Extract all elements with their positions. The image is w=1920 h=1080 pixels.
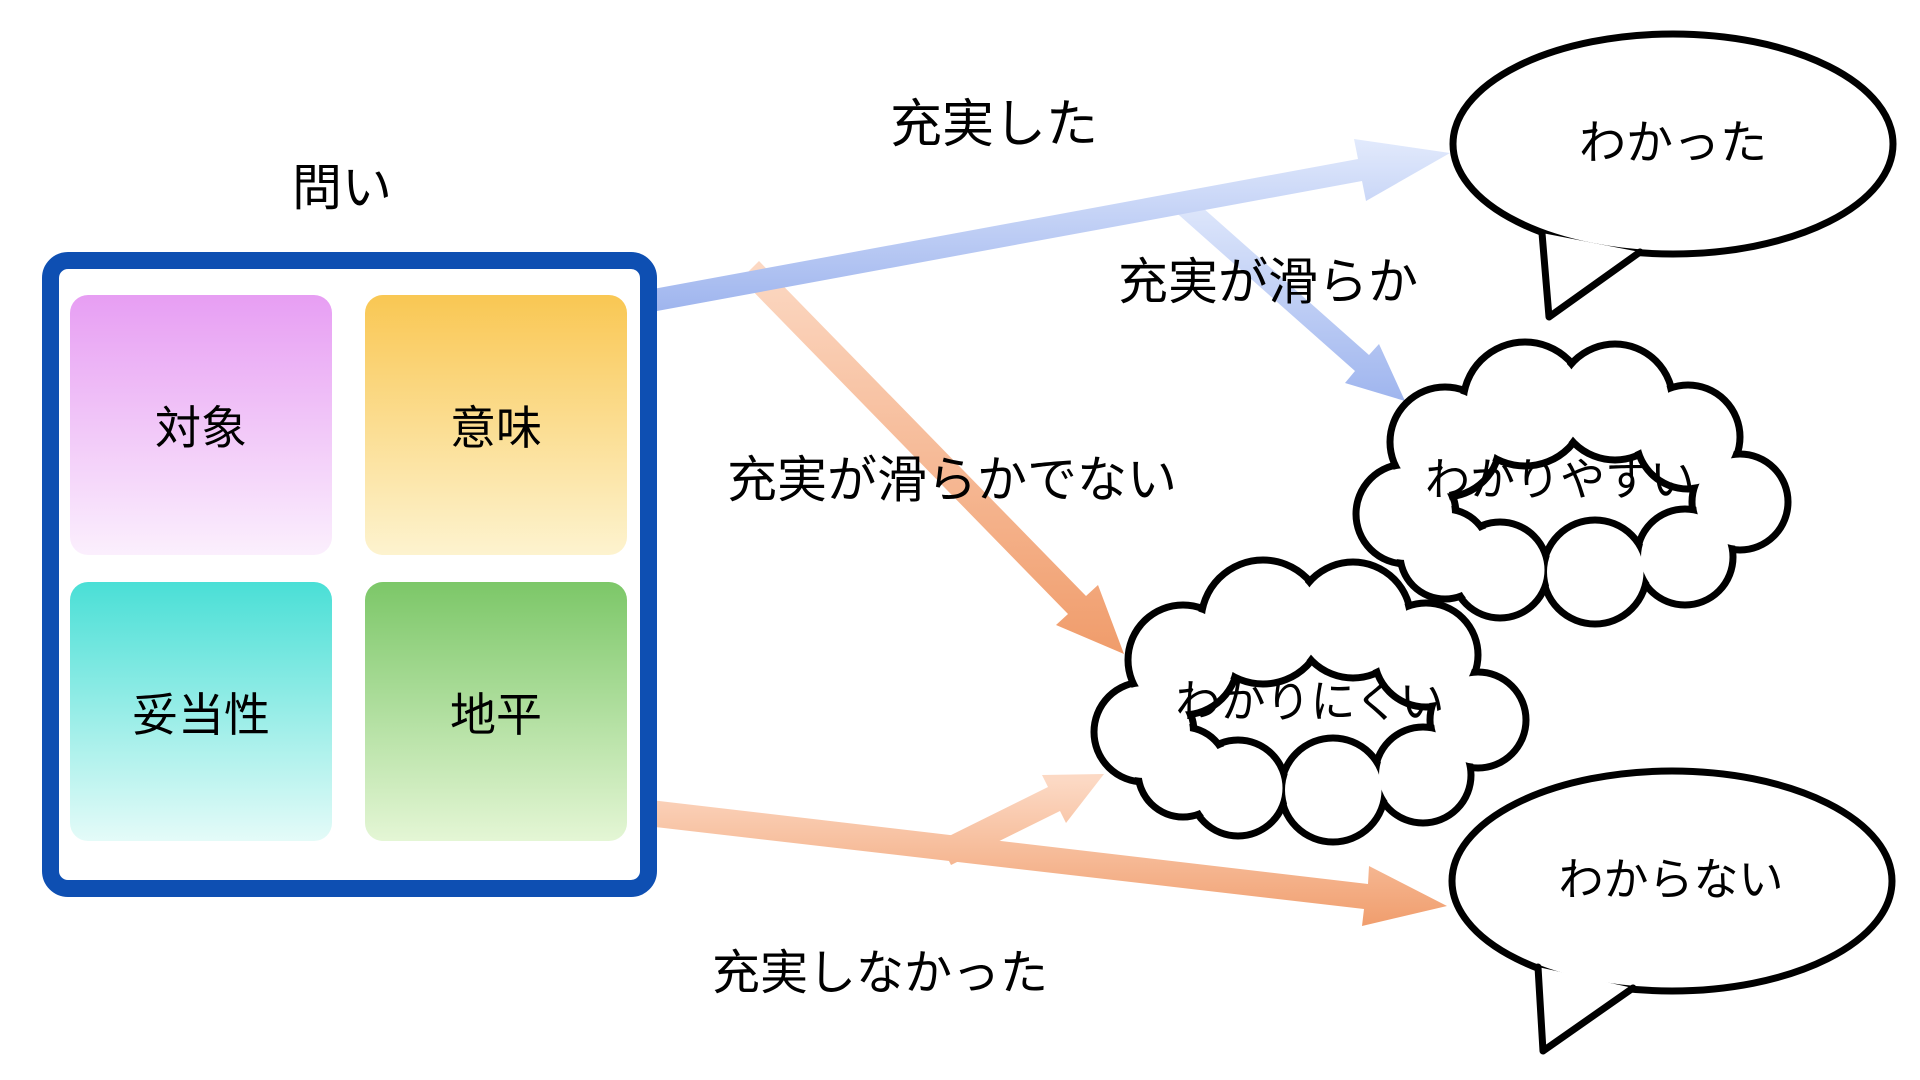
arrow-label-fulfilled: 充実した bbox=[889, 96, 1098, 154]
question-box-title: 問い bbox=[292, 160, 392, 216]
arrow-not-fulfilled bbox=[638, 799, 1447, 926]
tile-imi-label: 意味 bbox=[450, 402, 542, 454]
arrow-fulfillment-smooth bbox=[1171, 192, 1405, 401]
tile-taisho: 対象 bbox=[70, 295, 332, 555]
speech-bubble-not-understood bbox=[1448, 767, 1896, 1055]
outcome-not-understood: わからない bbox=[1558, 854, 1784, 905]
outcome-easy-to-understand: わかりやすい bbox=[1424, 454, 1695, 505]
tile-datosei-label: 妥当性 bbox=[132, 688, 270, 741]
speech-bubble-understood bbox=[1449, 30, 1897, 321]
outcome-understood: わかった bbox=[1579, 116, 1767, 169]
tile-taisho-label: 対象 bbox=[155, 402, 247, 454]
arrow-fulfillment-not-smooth bbox=[741, 261, 1124, 654]
arrow-label-fulfillment-not-smooth: 充実が滑らかでない bbox=[727, 452, 1177, 508]
arrow-label-not-fulfilled: 充実しなかった bbox=[711, 947, 1048, 1000]
outcome-hard-to-understand: わかりにくい bbox=[1175, 676, 1445, 727]
tile-imi: 意味 bbox=[365, 295, 627, 555]
tile-chihei-label: 地平 bbox=[450, 688, 542, 741]
tile-datosei: 妥当性 bbox=[70, 582, 332, 841]
question-box: 対象 意味 妥当性 地平 bbox=[42, 252, 657, 897]
arrow-fulfilled bbox=[653, 139, 1450, 311]
tile-chihei: 地平 bbox=[365, 582, 627, 841]
arrow-label-fulfillment-smooth: 充実が滑らか bbox=[1118, 254, 1418, 310]
